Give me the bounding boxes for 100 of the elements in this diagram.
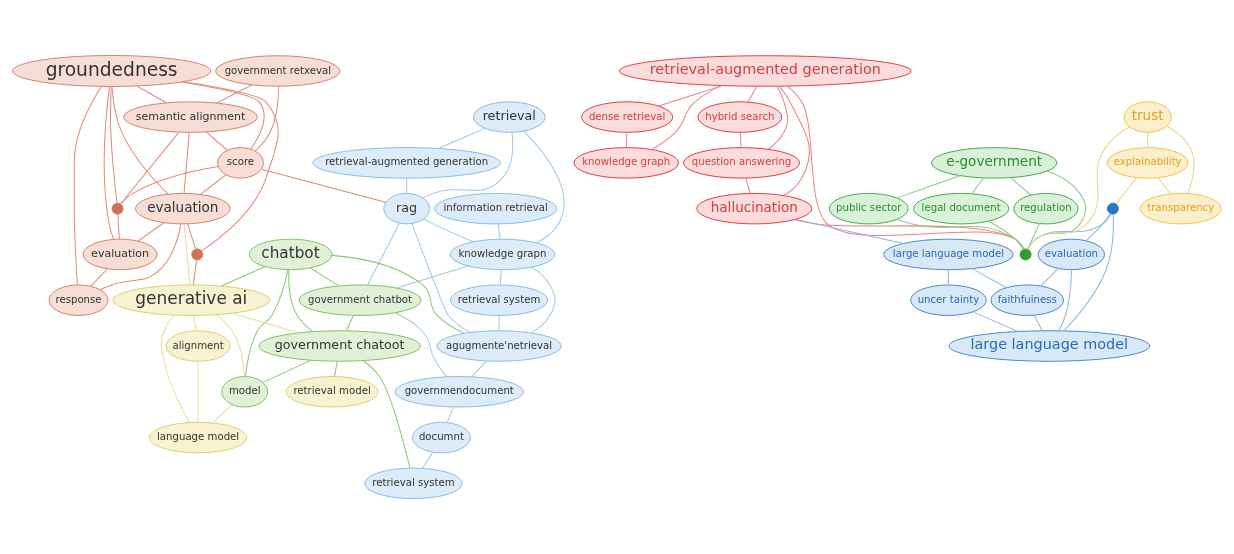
node-ellipse: retrieval <box>473 101 546 133</box>
node-circle <box>1106 202 1119 215</box>
connector <box>187 223 197 250</box>
connector <box>437 127 486 149</box>
node-ellipse: regulation <box>1013 192 1079 225</box>
node-ellipse: large language model <box>883 238 1014 271</box>
connector <box>987 220 1024 250</box>
connector <box>658 85 723 107</box>
node-ellipse: documnt <box>412 421 471 454</box>
connector <box>183 81 279 252</box>
connector <box>531 266 556 334</box>
connector <box>1040 268 1059 287</box>
connector <box>232 312 299 334</box>
connector <box>972 311 1019 332</box>
connector <box>199 174 227 195</box>
node-ellipse: knowledge graph <box>573 147 679 179</box>
connector <box>406 177 408 194</box>
connector <box>778 85 811 196</box>
node-ellipse: information retrieval <box>434 192 558 225</box>
node-ellipse: score <box>217 147 264 179</box>
node-circle <box>1019 248 1032 261</box>
connector <box>212 404 233 424</box>
connector <box>1085 213 1111 242</box>
connector <box>367 223 400 286</box>
connector <box>497 223 501 240</box>
connector <box>971 268 1007 289</box>
node-ellipse: explainability <box>1106 147 1189 179</box>
connector <box>1058 269 1073 332</box>
connector <box>345 315 354 332</box>
node-ellipse: trust <box>1123 101 1172 133</box>
connector <box>396 265 469 289</box>
connector <box>1010 177 1032 196</box>
connector <box>334 360 338 377</box>
connector <box>626 131 628 148</box>
connector <box>103 86 115 240</box>
connector <box>197 360 199 423</box>
connector <box>193 315 197 332</box>
connector <box>288 269 314 332</box>
connector <box>206 131 228 151</box>
node-ellipse: hallucination <box>696 192 813 225</box>
connector <box>1027 126 1130 250</box>
connector <box>739 131 742 148</box>
connector <box>745 177 751 194</box>
connector <box>181 81 265 150</box>
connector <box>90 268 108 287</box>
node-ellipse: groundedness <box>12 55 212 87</box>
node-ellipse: alignment <box>165 330 231 362</box>
node-ellipse: government retxeval <box>215 55 341 87</box>
node-ellipse: retrieval model <box>285 376 379 408</box>
connector <box>1115 177 1138 205</box>
node-ellipse: language model <box>148 421 248 454</box>
connector <box>1033 314 1043 332</box>
node-ellipse: faithfuiness <box>990 284 1064 316</box>
connector <box>310 267 340 287</box>
connector <box>73 86 102 286</box>
connector <box>651 85 723 150</box>
connector <box>120 166 219 205</box>
connector <box>498 315 500 332</box>
connector <box>747 85 758 103</box>
node-ellipse: large language model <box>948 330 1151 362</box>
node-ellipse: legal document <box>913 192 1010 225</box>
connector <box>471 360 487 378</box>
node-ellipse: evaluation <box>82 238 158 271</box>
node-ellipse: hybrid search <box>697 101 783 133</box>
connector <box>422 131 514 199</box>
connector <box>394 312 448 378</box>
connector <box>795 218 904 245</box>
connector <box>183 223 191 286</box>
node-ellipse: question answering <box>683 147 801 179</box>
node-ellipse: dense retrieval <box>581 101 674 133</box>
connector <box>971 177 985 195</box>
node-ellipse: government chatoot <box>258 330 421 362</box>
connector <box>499 269 502 286</box>
connector <box>896 175 961 199</box>
connector <box>411 223 471 333</box>
connector <box>261 168 387 203</box>
node-ellipse: response <box>48 284 109 316</box>
connector <box>215 314 246 377</box>
node-ellipse: e-government <box>931 147 1058 179</box>
connector <box>423 218 474 243</box>
node-ellipse: public sector <box>828 192 909 225</box>
connector <box>109 86 118 204</box>
node-ellipse: model <box>221 376 269 408</box>
connector <box>896 219 1025 250</box>
node-ellipse: government chatbot <box>298 284 422 316</box>
connector <box>221 266 266 287</box>
connector <box>446 406 454 423</box>
connector <box>160 314 190 423</box>
node-ellipse: governmendocument <box>394 376 524 408</box>
node-ellipse: retrieval system <box>364 467 463 500</box>
node-ellipse: retrieval system <box>449 284 549 316</box>
node-ellipse: retrieval-augmented generation <box>619 55 912 87</box>
connector <box>111 86 169 195</box>
node-ellipse: evaluation <box>1037 238 1105 271</box>
connector <box>137 222 165 242</box>
connector <box>1157 177 1171 195</box>
node-ellipse: rag <box>383 192 430 225</box>
connector <box>362 360 411 469</box>
node-ellipse: uncer tainty <box>910 284 987 316</box>
node-ellipse: semantic alignment <box>123 101 258 133</box>
